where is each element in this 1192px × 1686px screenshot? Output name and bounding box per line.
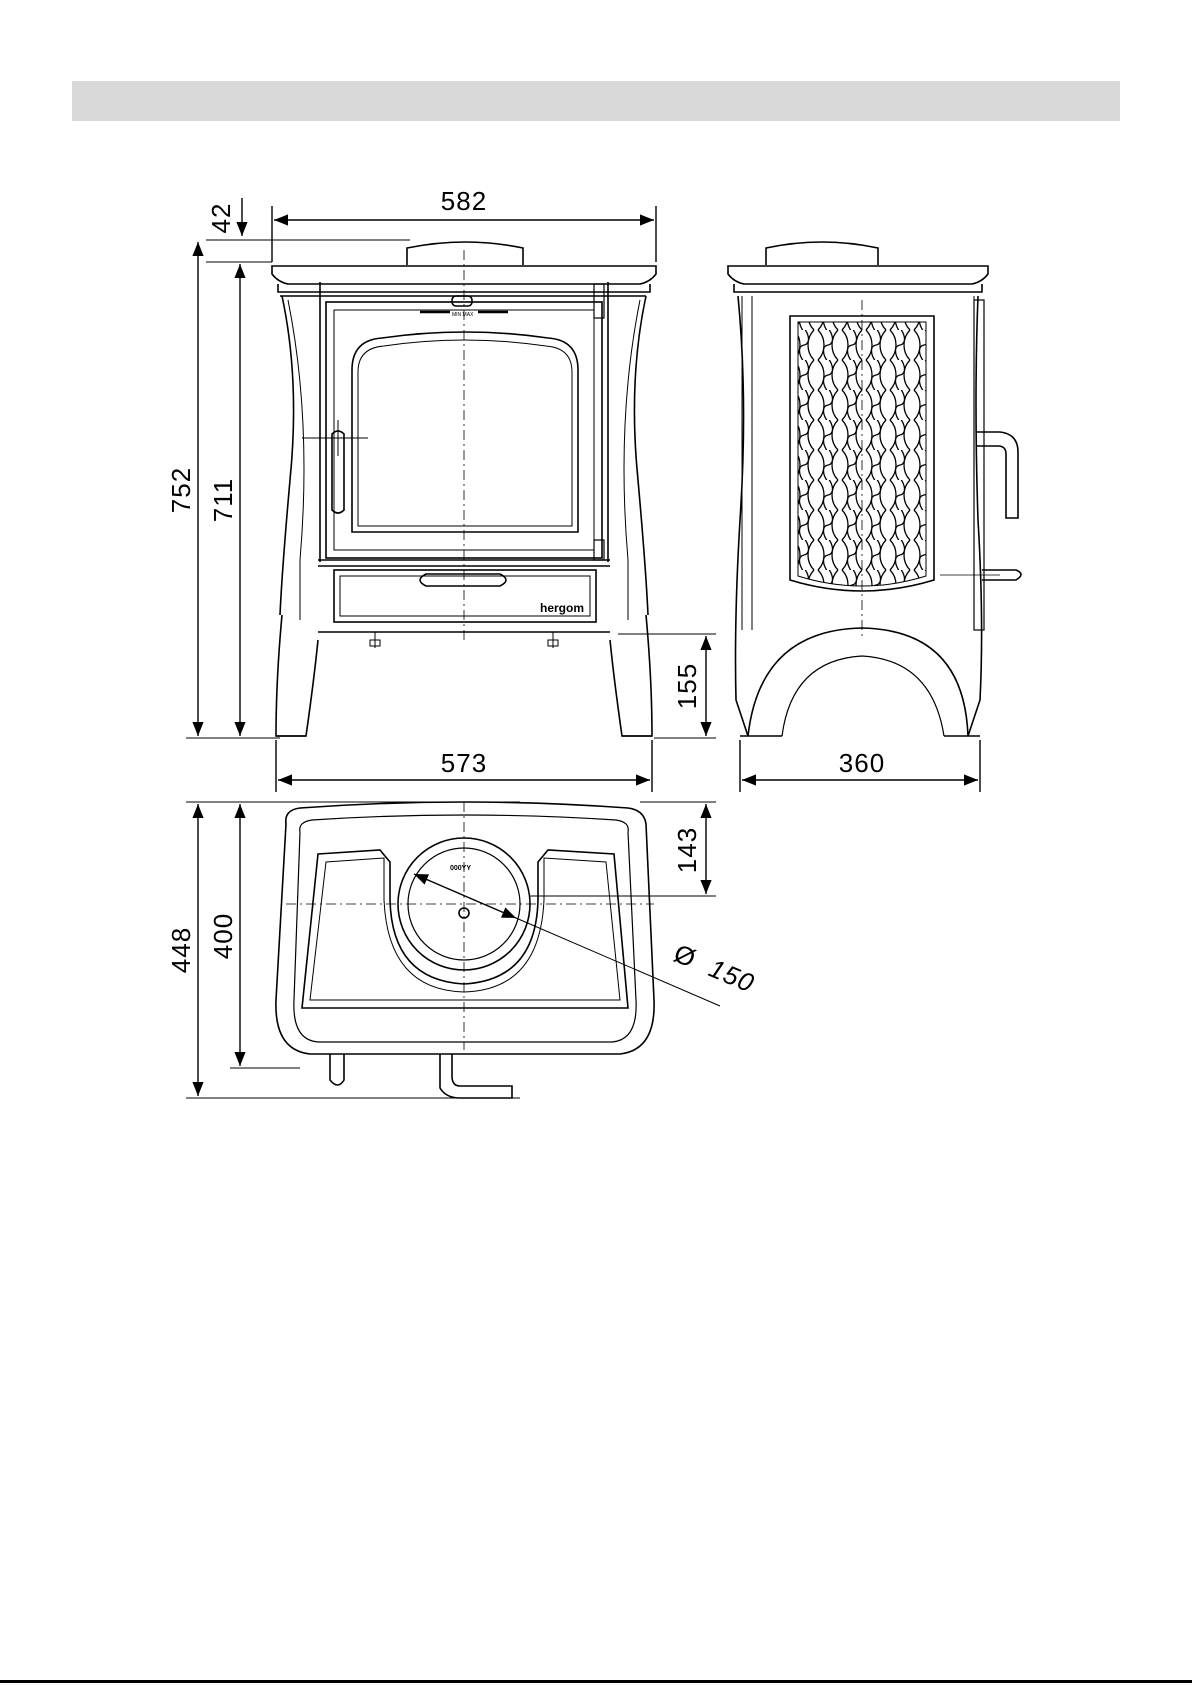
brand-logo: hergom [540,601,584,615]
top-plate-recess [302,850,628,1008]
front-right-leg [610,615,652,736]
side-body-right [968,296,982,736]
flue-collar [407,242,523,265]
dim-leg-height: 155 [672,663,702,709]
dim-depth: 360 [839,748,885,778]
front-left-leg [276,615,318,736]
top-outline [276,802,654,1054]
body-right-side [634,296,648,615]
dim-flue-collar-height: 42 [206,203,236,234]
body-left-side [280,296,294,615]
dim-total-height: 752 [166,467,196,513]
door-glass [352,332,578,532]
side-arch [748,628,968,736]
side-flue-collar [766,242,878,265]
diameter-value: 150 [705,953,759,999]
vent-label: MIN MAX [452,312,474,318]
dim-body-depth: 400 [208,913,238,959]
dim-total-depth: 448 [166,927,196,973]
top-view-handle-right [440,1054,512,1098]
dim-total-width: 582 [441,186,487,216]
air-vent-slider [452,296,472,306]
side-door-handle [976,432,1018,518]
page-bottom-rule [0,1680,1192,1683]
top-view-handle-left [330,1054,344,1085]
flue-label: 000YY [450,865,471,872]
diameter-symbol: Ø [670,938,701,974]
side-view [728,242,1021,736]
dim-flue-offset: 143 [672,827,702,873]
dim-body-height: 711 [208,478,238,522]
top-view [276,802,654,1098]
dim-base-width: 573 [441,748,487,778]
dim-flue-diameter: Ø 150 [670,938,759,999]
